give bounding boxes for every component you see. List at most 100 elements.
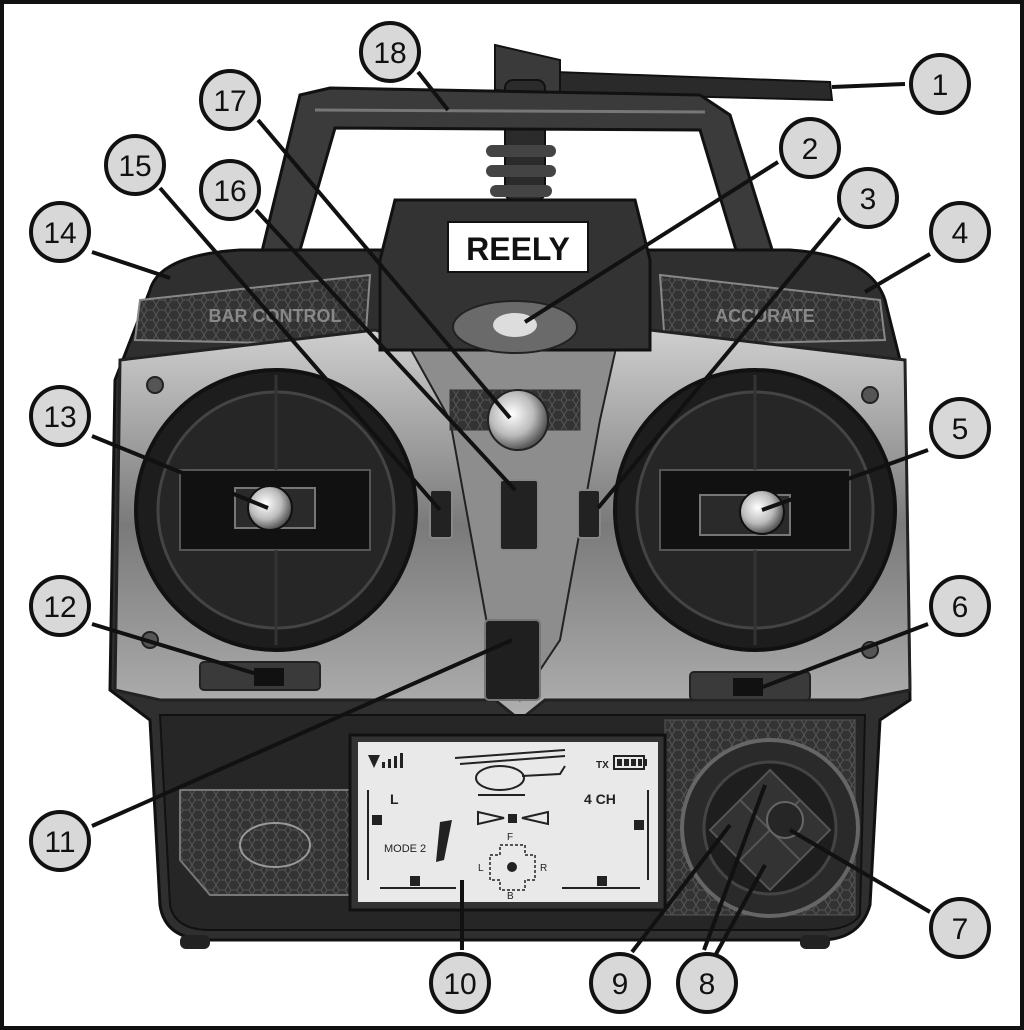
callout-circle <box>589 952 651 1014</box>
callout-9: 9 <box>589 952 651 1014</box>
callout-leader-11 <box>91 638 513 828</box>
callout-leader-15 <box>158 186 442 512</box>
callout-circle <box>29 810 91 872</box>
trim-switches <box>199 479 811 701</box>
panel-text-right: ACCURATE <box>715 306 815 326</box>
helicopter-icon <box>454 749 566 796</box>
callout-15: 15 <box>104 134 166 196</box>
callout-label: 8 <box>699 968 716 1001</box>
callout-16: 16 <box>199 159 261 221</box>
lcd-left-marker: L <box>390 791 399 807</box>
callout-12: 12 <box>29 575 91 637</box>
direction-pad-icon <box>489 844 536 891</box>
callout-14: 14 <box>29 201 91 263</box>
callout-label: 18 <box>373 37 406 70</box>
callout-label: 4 <box>952 217 969 250</box>
right-stick-knob <box>739 489 785 535</box>
lcd-mode-label: MODE 2 <box>384 843 426 855</box>
callout-label: 5 <box>952 413 969 446</box>
lcd-dir-left: L <box>478 863 484 874</box>
battery-icon <box>613 755 647 770</box>
center-trim <box>499 479 539 551</box>
callout-13: 13 <box>29 385 91 447</box>
callout-leader-9 <box>630 823 732 954</box>
callout-leader-18 <box>416 70 450 112</box>
lcd-display: TX L 4 CH MODE 2 <box>348 733 667 912</box>
left-vertical-trim <box>429 489 453 539</box>
callout-label: 15 <box>118 150 151 183</box>
callout-leader-17 <box>256 118 512 420</box>
center-knob <box>449 389 581 451</box>
callout-label: 7 <box>952 913 969 946</box>
callout-5: 5 <box>929 397 991 459</box>
callout-circle <box>104 134 166 196</box>
callout-circle <box>199 69 261 131</box>
callout-circle <box>29 201 91 263</box>
lcd-channel-label: 4 CH <box>584 791 616 807</box>
callout-leader-8 <box>714 864 767 955</box>
callout-7: 7 <box>929 897 991 959</box>
callout-2: 2 <box>779 117 841 179</box>
callout-circle <box>29 385 91 447</box>
callout-lines <box>91 70 932 955</box>
callout-circle <box>837 167 899 229</box>
callout-label: 3 <box>860 183 877 216</box>
callout-label: 1 <box>932 69 949 102</box>
lcd-tx-label: TX <box>596 760 609 771</box>
right-vertical-trim <box>577 489 601 539</box>
callout-label: 2 <box>802 133 819 166</box>
throttle-bar-icon <box>436 820 452 862</box>
callout-leader-14 <box>91 250 171 280</box>
callout-leader-6 <box>759 622 929 690</box>
callout-10: 10 <box>429 952 491 1014</box>
callout-label: 12 <box>43 591 76 624</box>
dpad-control <box>680 738 860 918</box>
callout-circle <box>779 117 841 179</box>
callout-leader-7 <box>788 828 932 914</box>
callout-label: 10 <box>443 968 476 1001</box>
tail-rotor-icon <box>477 810 549 826</box>
callout-circle <box>929 575 991 637</box>
callout-circle <box>199 159 261 221</box>
panel-text-left: BAR CONTROL <box>209 306 342 326</box>
callout-leader-3 <box>596 216 842 510</box>
right-stick-gimbal <box>613 368 897 652</box>
callout-label: 6 <box>952 591 969 624</box>
callout-leader-16 <box>254 208 517 492</box>
callout-label: 13 <box>43 401 76 434</box>
callout-3: 3 <box>837 167 899 229</box>
callout-11: 11 <box>29 810 91 872</box>
lcd-dir-back: B <box>507 891 514 902</box>
callout-leader-4 <box>863 252 932 294</box>
callout-circle <box>429 952 491 1014</box>
callout-circle <box>29 575 91 637</box>
callout-leader-1 <box>831 82 906 89</box>
callout-6: 6 <box>929 575 991 637</box>
brand-logo: REELY <box>466 231 570 267</box>
callout-label: 17 <box>213 85 246 118</box>
lcd-dir-right: R <box>540 863 547 874</box>
callout-circle <box>929 397 991 459</box>
callout-circle <box>676 952 738 1014</box>
callout-circle <box>909 53 971 115</box>
callout-leader-2 <box>523 160 780 324</box>
left-stick-knob <box>247 485 293 531</box>
callout-label: 14 <box>43 217 76 250</box>
callout-leader-5 <box>761 448 929 512</box>
callout-leader-13 <box>91 434 269 510</box>
callout-label: 16 <box>213 175 246 208</box>
power-led <box>452 300 578 354</box>
callout-circle <box>929 897 991 959</box>
callout-label: 11 <box>44 826 75 859</box>
callout-leader-8 <box>702 784 767 951</box>
screws <box>141 376 879 659</box>
callout-18: 18 <box>359 21 421 83</box>
callout-17: 17 <box>199 69 261 131</box>
power-switch <box>484 619 541 701</box>
callout-label: 9 <box>612 968 629 1001</box>
callout-4: 4 <box>929 201 991 263</box>
brand-plate: REELY BAR CONTROL ACCURATE <box>209 198 815 352</box>
callout-circle <box>929 201 991 263</box>
left-stick-gimbal <box>134 368 418 652</box>
